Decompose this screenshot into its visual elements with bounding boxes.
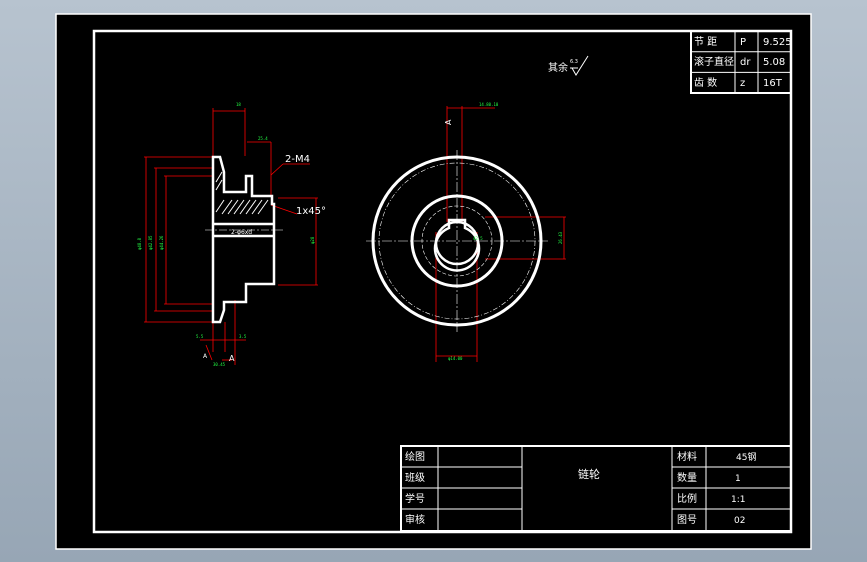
- param-symbol-pitch: P: [740, 37, 746, 48]
- param-name-pitch: 节 距: [694, 36, 717, 48]
- title-value-material: 45钢: [736, 451, 756, 463]
- dim-hub-dia: φ28: [310, 236, 315, 244]
- title-value-quantity: 1: [735, 474, 741, 484]
- param-value-teeth: 16T: [763, 78, 783, 89]
- chamfer-callout: 1x45°: [296, 206, 326, 217]
- dim-tooth-width: 5.5: [196, 334, 204, 339]
- side-section-view: 2-M4 1x45° 2-φ6xd 18 25.4 φ48.8 φ42.85 φ…: [137, 102, 326, 367]
- sheet-outer-border: [55, 13, 812, 550]
- dim-root-dia: φ44.26: [159, 235, 164, 250]
- dim-hub-inner: 42.5: [473, 236, 483, 241]
- section-mark-a-bottom: A: [229, 354, 235, 363]
- roughness-value: 6.3: [570, 59, 578, 65]
- dim-keyway-top: 14.80.10: [479, 102, 499, 107]
- param-name-teeth: 齿 数: [694, 76, 717, 89]
- dim-total-width: 30.45: [213, 362, 226, 367]
- dim-offset: 25.4: [258, 136, 268, 141]
- title-label-class: 班级: [405, 472, 425, 484]
- dim-width: 18: [236, 102, 241, 107]
- front-section-mark: A: [444, 119, 453, 125]
- parameter-table: 节 距 P 9.525 滚子直径 dr 5.08 齿 数 z 16T: [690, 30, 792, 94]
- param-value-pitch: 9.525: [763, 37, 792, 48]
- title-value-scale: 1:1: [731, 495, 745, 505]
- dim-outer-dia: φ48.8: [137, 237, 142, 250]
- side-view-dimension-lines: [144, 108, 318, 365]
- title-label-student-id: 学号: [405, 492, 425, 505]
- part-name: 链轮: [578, 467, 600, 481]
- title-label-quantity: 数量: [677, 471, 697, 484]
- side-view-hatching: [215, 171, 269, 215]
- param-symbol-roller: dr: [740, 57, 751, 68]
- front-view: 14.80.10 φ14.00 26.43 42.5 A: [366, 102, 566, 362]
- title-block: 绘图 班级 学号 审核 链轮 材料 数量 比例 图号 45钢 1 1:1 02: [400, 445, 792, 532]
- roughness-note-text: 其余: [548, 61, 568, 74]
- param-symbol-teeth: z: [740, 78, 745, 89]
- title-label-drawing-no: 图号: [677, 514, 697, 526]
- roughness-symbol-icon: [571, 55, 589, 76]
- thread-callout: 2-M4: [285, 154, 310, 165]
- title-label-material: 材料: [677, 450, 697, 463]
- title-label-reviewed-by: 审核: [405, 513, 425, 526]
- hub-callout: 2-φ6xd: [231, 229, 252, 236]
- section-mark-a-left: A: [203, 353, 208, 360]
- param-value-roller: 5.08: [763, 57, 785, 68]
- title-label-scale: 比例: [677, 492, 697, 505]
- title-label-drawn-by: 绘图: [405, 450, 425, 463]
- dim-bore: φ14.00: [448, 356, 463, 361]
- title-value-drawing-no: 02: [734, 516, 745, 526]
- dim-pitch-dia: φ42.85: [148, 235, 153, 250]
- param-name-roller: 滚子直径: [694, 55, 734, 68]
- surface-roughness-note: 其余 6.3: [548, 55, 589, 76]
- dim-tooth-gap: 3.5: [239, 334, 247, 339]
- side-view-outline: [211, 155, 276, 324]
- dim-keyway-depth: 26.43: [558, 231, 563, 244]
